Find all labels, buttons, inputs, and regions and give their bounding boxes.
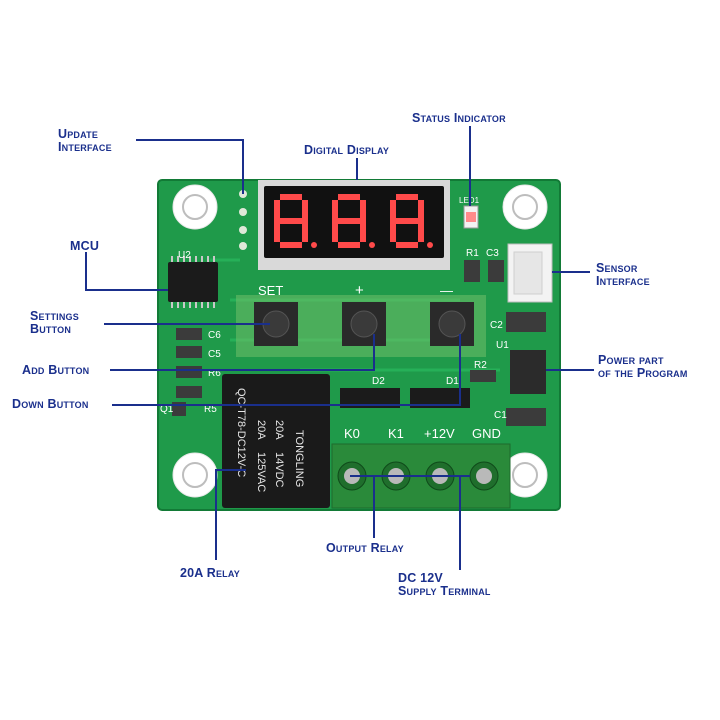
- silk-u2: U2: [178, 250, 191, 261]
- display-segment: [274, 221, 280, 242]
- silk-r5: R5: [204, 404, 217, 415]
- display-segment: [390, 200, 396, 221]
- display-segment: [418, 221, 424, 242]
- silk-c3: C3: [486, 248, 499, 259]
- label-settings-button: Settings Button: [30, 309, 79, 336]
- display-segment: [302, 200, 308, 221]
- terminal-label: K0: [344, 426, 360, 441]
- display-segment: [280, 194, 302, 200]
- display-segment: [338, 218, 360, 224]
- silk-r1: R1: [466, 248, 479, 259]
- label-output-relay: Output Relay: [326, 541, 404, 555]
- display-segment: [274, 200, 280, 221]
- label-sensor-interface: Sensor Interface: [596, 261, 650, 288]
- display-digit: [274, 194, 317, 248]
- silk-q1: Q1: [160, 404, 174, 415]
- display-segment: [302, 221, 308, 242]
- relay-rating-dc: 14VDC: [273, 452, 285, 488]
- label-20a-relay: 20A Relay: [180, 566, 240, 580]
- display-segment: [360, 200, 366, 221]
- silk-c2: C2: [490, 320, 503, 331]
- display-segment: [332, 200, 338, 221]
- label-status-indicator: Status Indicator: [412, 111, 506, 125]
- relay-20a: [222, 374, 330, 508]
- silk-r2: R2: [474, 360, 487, 371]
- leader-20a-relay: [215, 469, 246, 560]
- terminal-label: K1: [388, 426, 404, 441]
- label-add-button: Add Button: [22, 363, 90, 377]
- display-segment: [396, 242, 418, 248]
- relay-rating-b: 20A: [273, 420, 285, 440]
- sensor-connector: [507, 243, 553, 303]
- relay-model: QC-T78-DC12V-C: [235, 388, 247, 477]
- silk-plus: +: [355, 282, 364, 299]
- relay-rating-a: 20A: [255, 420, 267, 440]
- mcu-chip: [168, 256, 218, 308]
- display-segment: [390, 221, 396, 242]
- silk-d1: D1: [446, 376, 459, 387]
- label-power-part: Power part of the Program: [598, 353, 688, 380]
- silk-d2: D2: [372, 376, 385, 387]
- silk-c5: C5: [208, 349, 221, 360]
- display-segment: [396, 218, 418, 224]
- down-button[interactable]: [430, 302, 474, 346]
- display-segment: [360, 221, 366, 242]
- leader-update-interface: [136, 139, 244, 194]
- display-segment: [418, 200, 424, 221]
- smd-components: [172, 260, 546, 426]
- leader-lines: [85, 126, 594, 570]
- label-dc-supply: DC 12V Supply Terminal: [398, 571, 491, 598]
- display-segment: [396, 194, 418, 200]
- display-decimal-point: [311, 242, 317, 248]
- terminal-label: GND: [472, 426, 501, 441]
- label-digital-display: Digital Display: [304, 143, 390, 157]
- status-led: [463, 205, 479, 229]
- leader-add-button: [110, 334, 375, 371]
- relay-rating-ac: 125VAC: [255, 452, 267, 492]
- display-segment: [338, 194, 360, 200]
- silk-u1: U1: [496, 340, 509, 351]
- display-segment: [332, 221, 338, 242]
- diode-d1: [410, 388, 470, 408]
- leader-down-button: [112, 334, 461, 406]
- display-decimal-point: [369, 242, 375, 248]
- terminal-screw-head: [476, 468, 492, 484]
- display-segment: [280, 218, 302, 224]
- label-down-button: Down Button: [12, 397, 89, 411]
- label-mcu: MCU: [70, 239, 100, 253]
- silk-set: SET: [258, 283, 283, 298]
- diode-d2: [340, 388, 400, 408]
- display-decimal-point: [427, 242, 433, 248]
- display-digit: [332, 194, 375, 248]
- display-digit: [390, 194, 433, 248]
- update-interface-pads: [239, 190, 247, 250]
- silk-c6: C6: [208, 330, 221, 341]
- add-button[interactable]: [342, 302, 386, 346]
- terminal-label: +12V: [424, 426, 455, 441]
- silk-r6: R6: [208, 368, 221, 379]
- display-segment: [280, 242, 302, 248]
- relay-brand: TONGLING: [293, 430, 305, 487]
- silk-c1: C1: [494, 410, 507, 421]
- silk-minus: —: [440, 283, 453, 298]
- digital-display: [258, 180, 450, 270]
- label-update-interface: Update Interface: [58, 127, 112, 154]
- leader-mcu: [85, 252, 168, 291]
- display-segment: [338, 242, 360, 248]
